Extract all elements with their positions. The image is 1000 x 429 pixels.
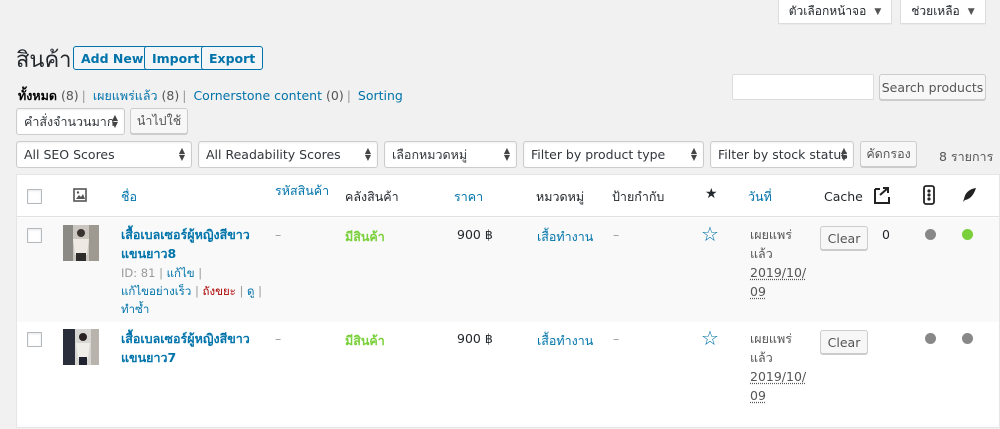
table-row: เสื้อเบลเซอร์ผู้หญิงสีขาว แขนยาว8 ID: 81…	[17, 218, 999, 322]
column-name[interactable]: ชื่อ	[121, 189, 137, 204]
table-row: เสื้อเบลเซอร์ผู้หญิงสีขาว แขนยาว7 – มีสิ…	[17, 322, 999, 429]
date-cell: เผยแพร่ แล้ว 2019/10/ 09	[750, 227, 807, 299]
export-box-icon	[874, 187, 890, 204]
items-count: 8 รายการ	[939, 149, 994, 164]
column-date[interactable]: วันที่	[748, 189, 772, 204]
add-new-button[interactable]: Add New	[73, 46, 152, 70]
screen-options-tab[interactable]: ตัวเลือกหน้าจอ ▼	[778, 0, 892, 24]
view-sorting[interactable]: Sorting	[357, 88, 403, 103]
help-label: ช่วยเหลือ	[911, 4, 960, 18]
category-link[interactable]: เสื้อทำงาน	[537, 229, 594, 244]
help-tab[interactable]: ช่วยเหลือ ▼	[900, 0, 986, 24]
trash-link[interactable]: ถังขยะ	[202, 284, 236, 298]
view-link[interactable]: ดู	[247, 284, 255, 298]
bulk-actions-select[interactable]: คำสั่งจำนวนมาก ▲▼	[16, 108, 125, 135]
duplicate-link[interactable]: ทำซ้ำ	[121, 302, 150, 316]
select-all-checkbox[interactable]	[27, 189, 42, 204]
stock-status: มีสินค้า	[345, 229, 385, 244]
select-arrows-icon: ▲▼	[364, 146, 371, 162]
price-cell: 900 ฿	[457, 227, 493, 242]
edit-link[interactable]: แก้ไข	[166, 266, 195, 280]
import-button[interactable]: Import	[144, 46, 208, 70]
caret-down-icon: ▼	[874, 6, 882, 17]
tags-cell: –	[613, 331, 620, 346]
seo-traffic-light-icon	[923, 185, 935, 205]
clear-cache-button[interactable]: Clear	[820, 226, 868, 250]
image-icon	[73, 188, 87, 202]
featured-star-icon[interactable]: ☆	[701, 326, 719, 350]
quick-edit-link[interactable]: แก้ไขอย่างเร็ว	[121, 284, 192, 298]
product-thumbnail[interactable]	[63, 329, 99, 365]
seo-score-dot	[925, 333, 936, 344]
products-table: ชื่อ รหัสสินค้า คลังสินค้า ราคา หมวดหมู่…	[16, 174, 1000, 428]
clear-cache-button[interactable]: Clear	[820, 330, 868, 354]
sku-cell: –	[275, 227, 282, 242]
stock-status: มีสินค้า	[345, 333, 385, 348]
product-name-link[interactable]: เสื้อเบลเซอร์ผู้หญิงสีขาว แขนยาว8	[121, 227, 250, 261]
search-input[interactable]	[732, 74, 874, 100]
seo-score-filter[interactable]: All SEO Scores ▲▼	[16, 141, 192, 168]
column-categories: หมวดหมู่	[536, 189, 585, 204]
select-arrows-icon: ▲▼	[840, 146, 847, 162]
product-name-link[interactable]: เสื้อเบลเซอร์ผู้หญิงสีขาว แขนยาว7	[121, 331, 250, 365]
product-thumbnail[interactable]	[63, 225, 99, 261]
column-stock: คลังสินค้า	[345, 189, 399, 204]
readability-score-dot	[962, 333, 973, 344]
view-cornerstone[interactable]: Cornerstone content (0)	[193, 88, 344, 103]
row-actions: ID: 81 | แก้ไข | แก้ไขอย่างเร็ว | ถังขยะ…	[121, 266, 263, 316]
sku-cell: –	[275, 331, 282, 346]
search-products-button[interactable]: Search products	[879, 74, 986, 100]
row-checkbox[interactable]	[27, 228, 42, 243]
filter-button[interactable]: คัดกรอง	[860, 141, 917, 167]
product-type-filter[interactable]: Filter by product type ▲▼	[523, 141, 704, 168]
readability-feather-icon	[963, 188, 976, 202]
date-cell: เผยแพร่ แล้ว 2019/10/ 09	[750, 331, 807, 403]
select-arrows-icon: ▲▼	[178, 146, 185, 162]
seo-score-dot	[925, 229, 936, 240]
readability-score-dot	[962, 229, 973, 240]
column-cache: Cache	[824, 189, 863, 204]
select-arrows-icon: ▲▼	[690, 146, 697, 162]
price-cell: 900 ฿	[457, 331, 493, 346]
product-id: ID: 81	[121, 266, 156, 280]
featured-star-icon[interactable]: ☆	[701, 222, 719, 246]
apply-button[interactable]: นำไปใช้	[130, 108, 188, 134]
cache-count: 0	[882, 227, 890, 242]
tags-cell: –	[613, 227, 620, 242]
stock-status-filter[interactable]: Filter by stock status ▲▼	[710, 141, 854, 168]
column-price[interactable]: ราคา	[454, 189, 484, 204]
view-all[interactable]: ทั้งหมด (8)	[18, 88, 79, 103]
views-list: ทั้งหมด (8)| เผยแพร่แล้ว (8)| Cornerston…	[18, 88, 403, 103]
view-published[interactable]: เผยแพร่แล้ว (8)	[92, 88, 180, 103]
row-checkbox[interactable]	[27, 332, 42, 347]
select-arrows-icon: ▲▼	[503, 146, 510, 162]
readability-filter[interactable]: All Readability Scores ▲▼	[198, 141, 378, 168]
export-button[interactable]: Export	[201, 46, 264, 70]
featured-star-icon[interactable]: ★	[705, 186, 718, 202]
caret-down-icon: ▼	[967, 6, 975, 17]
column-tags: ป้ายกำกับ	[612, 189, 665, 204]
category-link[interactable]: เสื้อทำงาน	[537, 333, 594, 348]
table-header: ชื่อ รหัสสินค้า คลังสินค้า ราคา หมวดหมู่…	[17, 175, 999, 217]
column-sku[interactable]: รหัสสินค้า	[275, 183, 330, 198]
category-filter[interactable]: เลือกหมวดหมู่ ▲▼	[384, 141, 517, 168]
select-arrows-icon: ▲▼	[111, 113, 118, 129]
page-title: สินค้า	[16, 48, 72, 73]
screen-options-label: ตัวเลือกหน้าจอ	[788, 4, 867, 18]
